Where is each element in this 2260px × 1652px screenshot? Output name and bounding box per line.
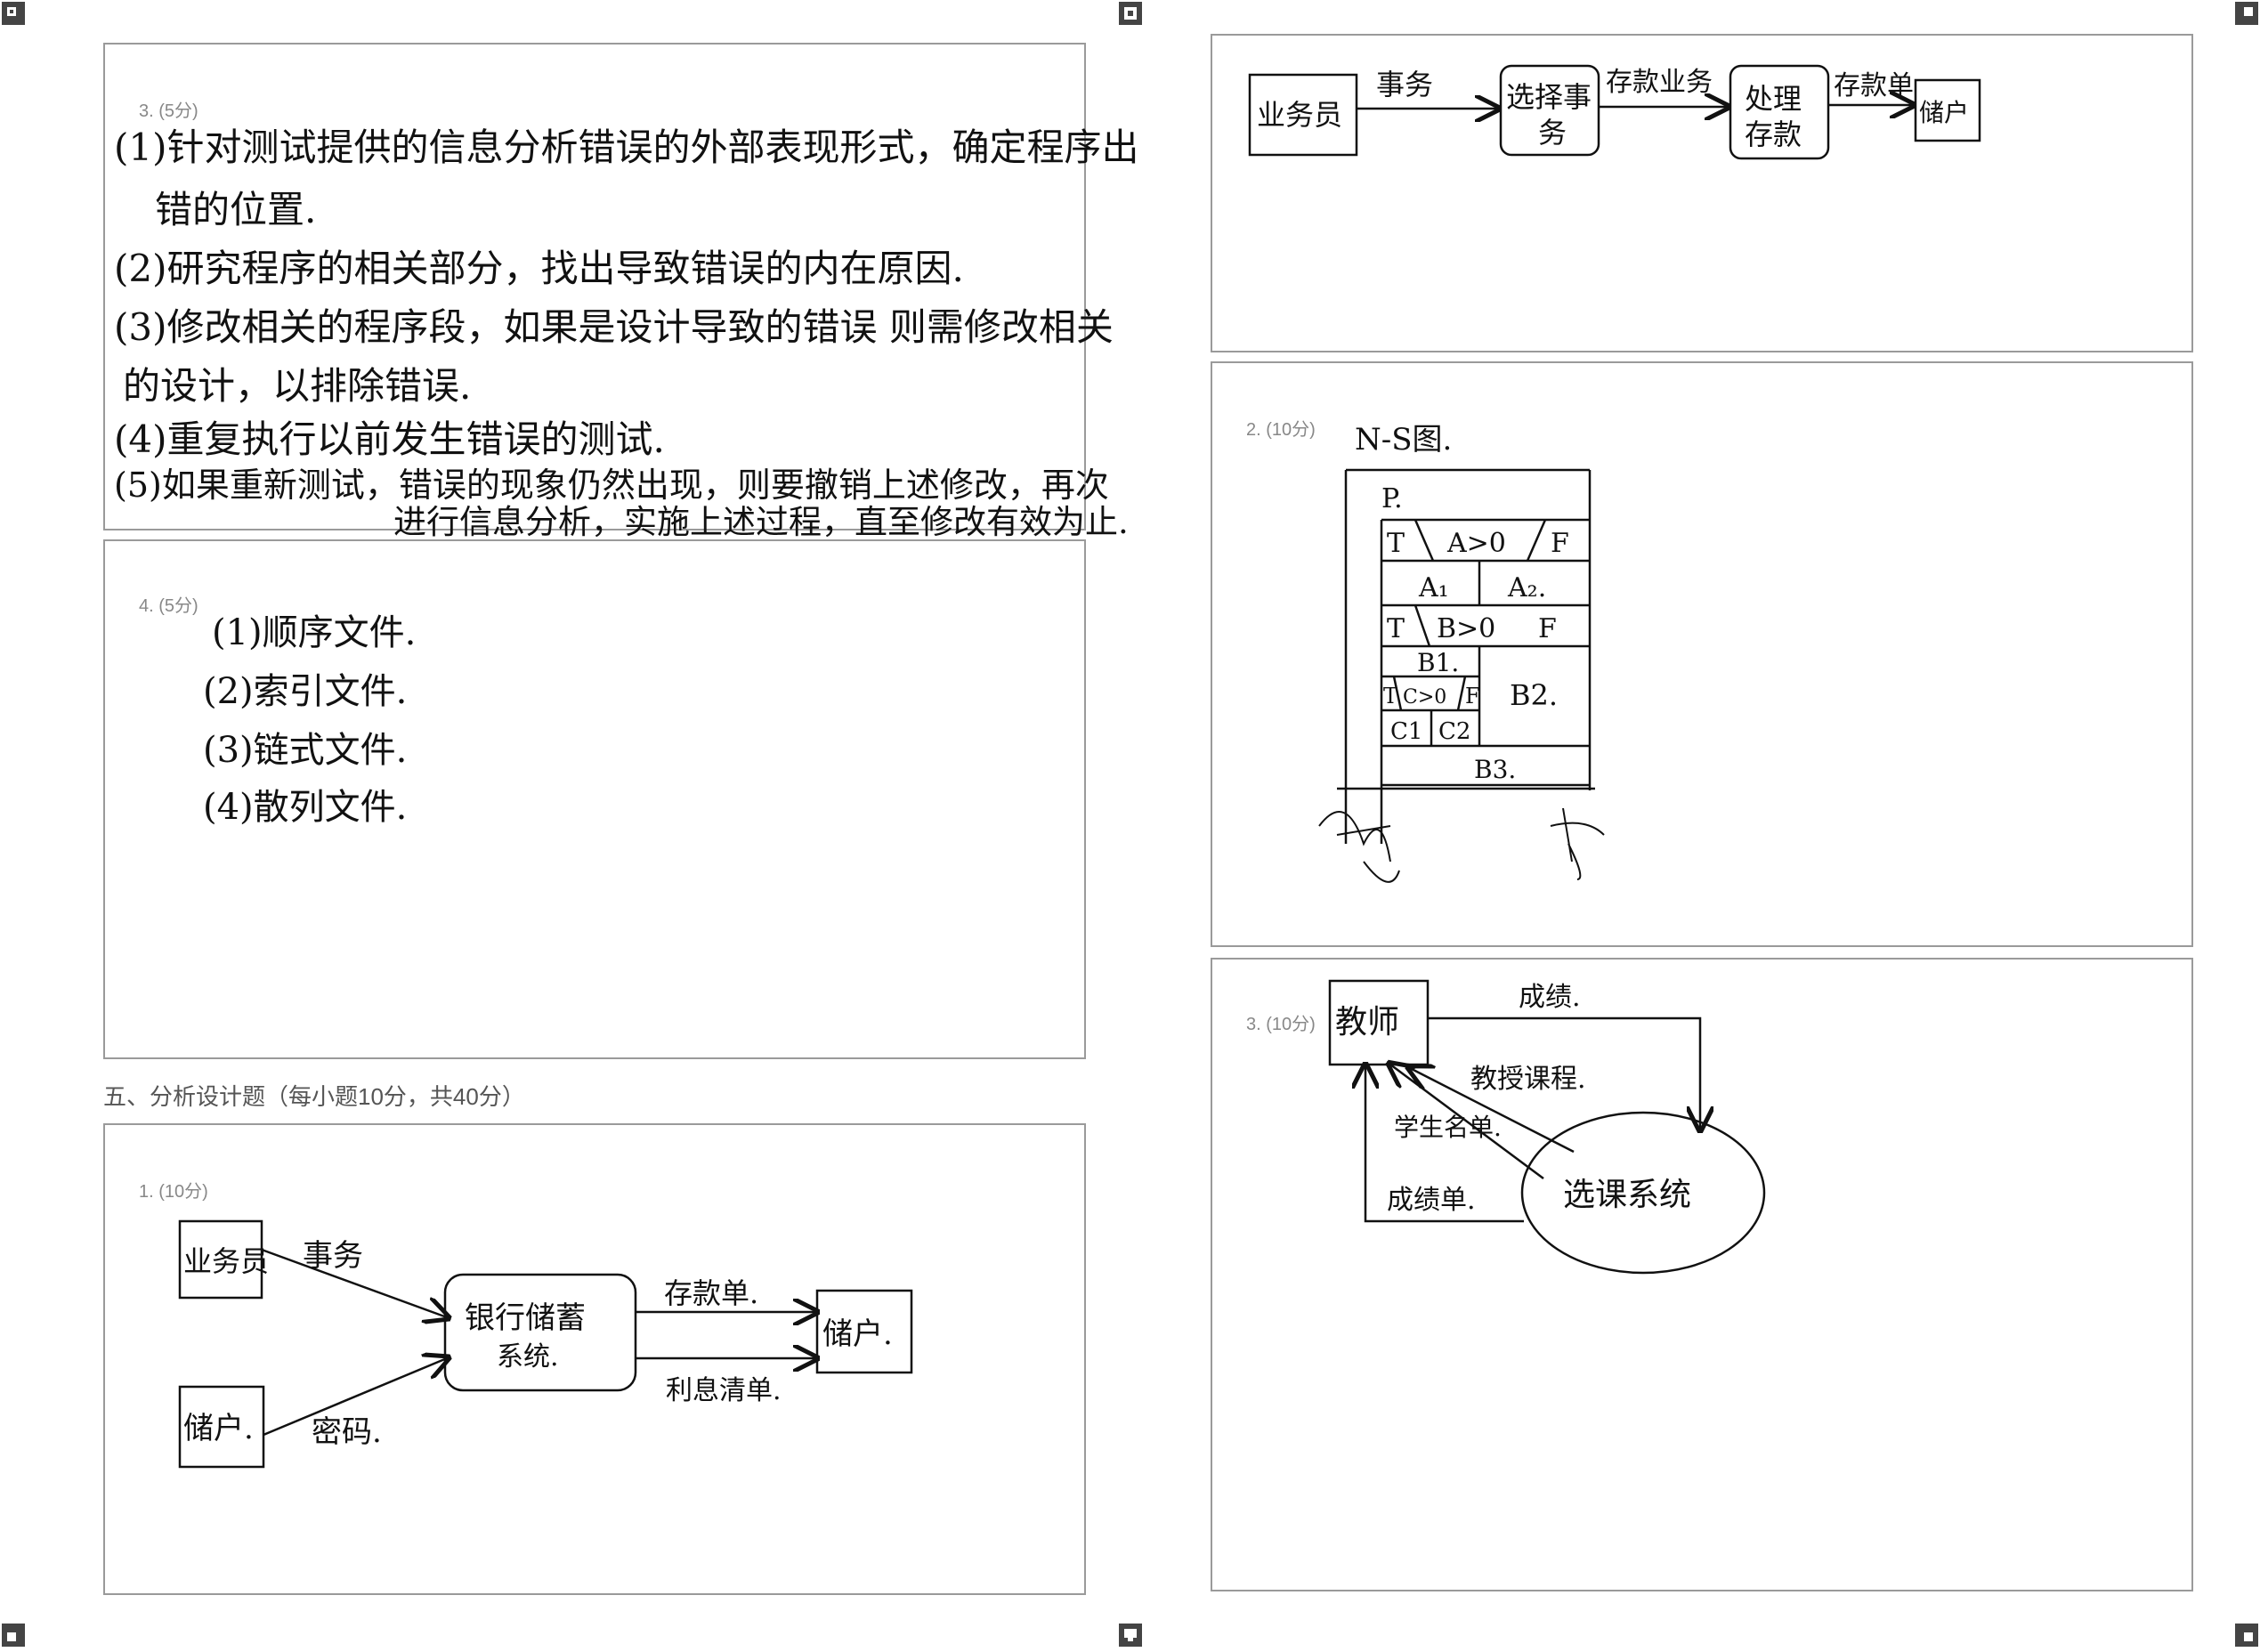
system-label-line2: 系统. [497,1341,559,1373]
corner-marker-bottom-right [2233,1622,2260,1648]
ns-p-label: P. [1381,483,1403,514]
ns-a1: A₁ [1418,572,1449,603]
ns-c1: C1 [1390,718,1422,745]
ns-b2: B2. [1510,678,1558,712]
data-flow-diagram: 业务员 储户. 银行储蓄 系统. 储户. 事务 密码. 存款单. 利息清单. [178,1219,913,1469]
process-deposit-line2: 存款 [1745,117,1802,151]
ns-f2: F [1538,613,1557,644]
answer-box-p3: 3. (10分) 教师 选课系统 成绩. 教授课程. 学生名单. 成绩单. [1211,958,2193,1591]
deposit-slip-label: 存款单. [664,1276,758,1310]
course-arrow [1410,1068,1575,1154]
refined-data-flow-diagram: 业务员 事务 选择事 务 存款业务 处理 存款 存款单 储户 [1248,64,1981,160]
select-transaction-box [1499,64,1600,157]
diagram-title: N-S图. [1355,422,1453,458]
password-arrow [263,1358,447,1437]
ns-b3: B3. [1474,755,1516,784]
teacher-box [1328,979,1430,1066]
teacher-label: 教师 [1335,1004,1399,1041]
system-box [443,1273,637,1392]
grade-arrow [1428,1016,1700,1129]
answer-box-p1: 1. (10分) 业务员 储户. 银行储蓄 系统. 储户. 事务 密码. 存款单… [103,1123,1086,1595]
deposit-business-label: 存款业务 [1606,67,1713,98]
course-system-label: 选课系统 [1563,1177,1691,1213]
context-diagram: 教师 选课系统 成绩. 教授课程. 学生名单. 成绩单. [1328,979,1766,1275]
corner-marker-bottom-left [0,1622,27,1648]
corner-marker-top-right [2233,0,2260,27]
ns-cond1: A>0 [1446,528,1506,559]
process-deposit-line1: 处理 [1745,82,1802,116]
answer-box-q4: 4. (5分) (1)顺序文件. (2)索引文件. (3)链式文件. (4)散列… [103,539,1086,1059]
grade-list-arrow [1365,1066,1524,1223]
scribble-mark [1318,811,1400,883]
answer-line-4: (4)散列文件. [203,787,408,828]
ns-t3: T [1383,684,1397,709]
course-label: 教授课程. [1470,1064,1586,1095]
answer-line-5: 的设计，以排除错误. [123,364,472,408]
answer-line-3: (2)研究程序的相关部分，找出导致错误的内在原因. [114,247,964,290]
password-label: 密码. [312,1414,382,1450]
transaction-label: 事务 [1376,68,1433,101]
question-label: 3. (5分) [139,101,198,121]
transaction-arrow [261,1248,447,1317]
answer-line-1: (1)针对测试提供的信息分析错误的外部表现形式，确定程序出 [114,126,1139,169]
answer-line-7: (5)如果重新测试，错误的现象仍然出现，则要撤销上述修改，再次 [114,466,1109,505]
answer-line-4: (3)修改相关的程序段，如果是设计导致的错误 则需修改相关 [114,305,1114,349]
course-system-ellipse [1520,1111,1766,1275]
answer-line-8: 进行信息分析，实施上述过程，直至修改有效为止. [393,503,1129,541]
grade-list-label: 成绩单. [1387,1185,1476,1216]
answer-box-p1-continued: 业务员 事务 选择事 务 存款业务 处理 存款 存款单 储户 [1211,34,2193,352]
answer-line-2: (2)索引文件. [203,671,408,712]
ns-a2: A₂. [1507,572,1546,603]
question-label: 3. (10分) [1246,1015,1316,1034]
select-transaction-line1: 选择事 [1506,80,1592,114]
student-list-label: 学生名单. [1394,1113,1502,1142]
depositor-out-label: 储户. [822,1316,893,1352]
ns-t1: T [1387,528,1405,559]
system-label-line1: 银行储蓄 [465,1300,586,1336]
ns-diagram: P. T A>0 F A₁ A₂. T B>0 F B1. B2. T C>0 … [1318,468,1605,883]
grade-label: 成绩. [1519,982,1581,1013]
section-title: 五、分析设计题（每小题10分，共40分） [103,1083,525,1110]
clerk-box [178,1219,263,1300]
clerk-box [1248,73,1358,157]
student-list-arrow [1390,1065,1544,1180]
question-label: 4. (5分) [139,596,198,616]
select-transaction-line2: 务 [1538,116,1567,150]
answer-line-3: (3)链式文件. [203,730,408,771]
ns-c2: C2 [1438,718,1470,745]
corner-marker-top-left [0,0,27,27]
depositor-in-box [178,1385,265,1469]
depositor-box [1914,78,1981,142]
depositor-out-box [815,1289,913,1374]
corner-marker-bottom-middle [1117,1622,1144,1648]
process-deposit-box [1729,64,1830,160]
answer-box-p2: 2. (10分) N-S图. P. T A>0 F A₁ A₂. T B>0 F… [1211,361,2193,947]
ns-f1: F [1551,528,1569,559]
interest-list-label: 利息清单. [666,1375,782,1406]
ns-cond3: C>0 [1403,686,1446,709]
deposit-slip-label: 存款单 [1834,70,1914,101]
question-label: 2. (10分) [1246,420,1316,440]
clerk-label: 业务员 [183,1244,269,1278]
answer-line-1: (1)顺序文件. [212,612,417,653]
transaction-label: 事务 [303,1238,363,1274]
question-label: 1. (10分) [139,1182,208,1202]
ns-t2: T [1387,613,1405,644]
ns-f3: F [1465,684,1480,709]
answer-line-6: (4)重复执行以前发生错误的测试. [114,417,665,461]
scribble-mark [1550,807,1605,880]
corner-marker-top-middle [1117,0,1144,27]
depositor-label: 储户 [1919,98,1969,127]
clerk-label: 业务员 [1257,98,1342,132]
answer-line-2: 错的位置. [155,188,317,231]
depositor-in-label: 储户. [183,1411,254,1446]
ns-cond2: B>0 [1437,613,1495,644]
ns-b1: B1. [1417,648,1459,677]
answer-box-q3: 3. (5分) (1)针对测试提供的信息分析错误的外部表现形式，确定程序出 错的… [103,43,1139,541]
